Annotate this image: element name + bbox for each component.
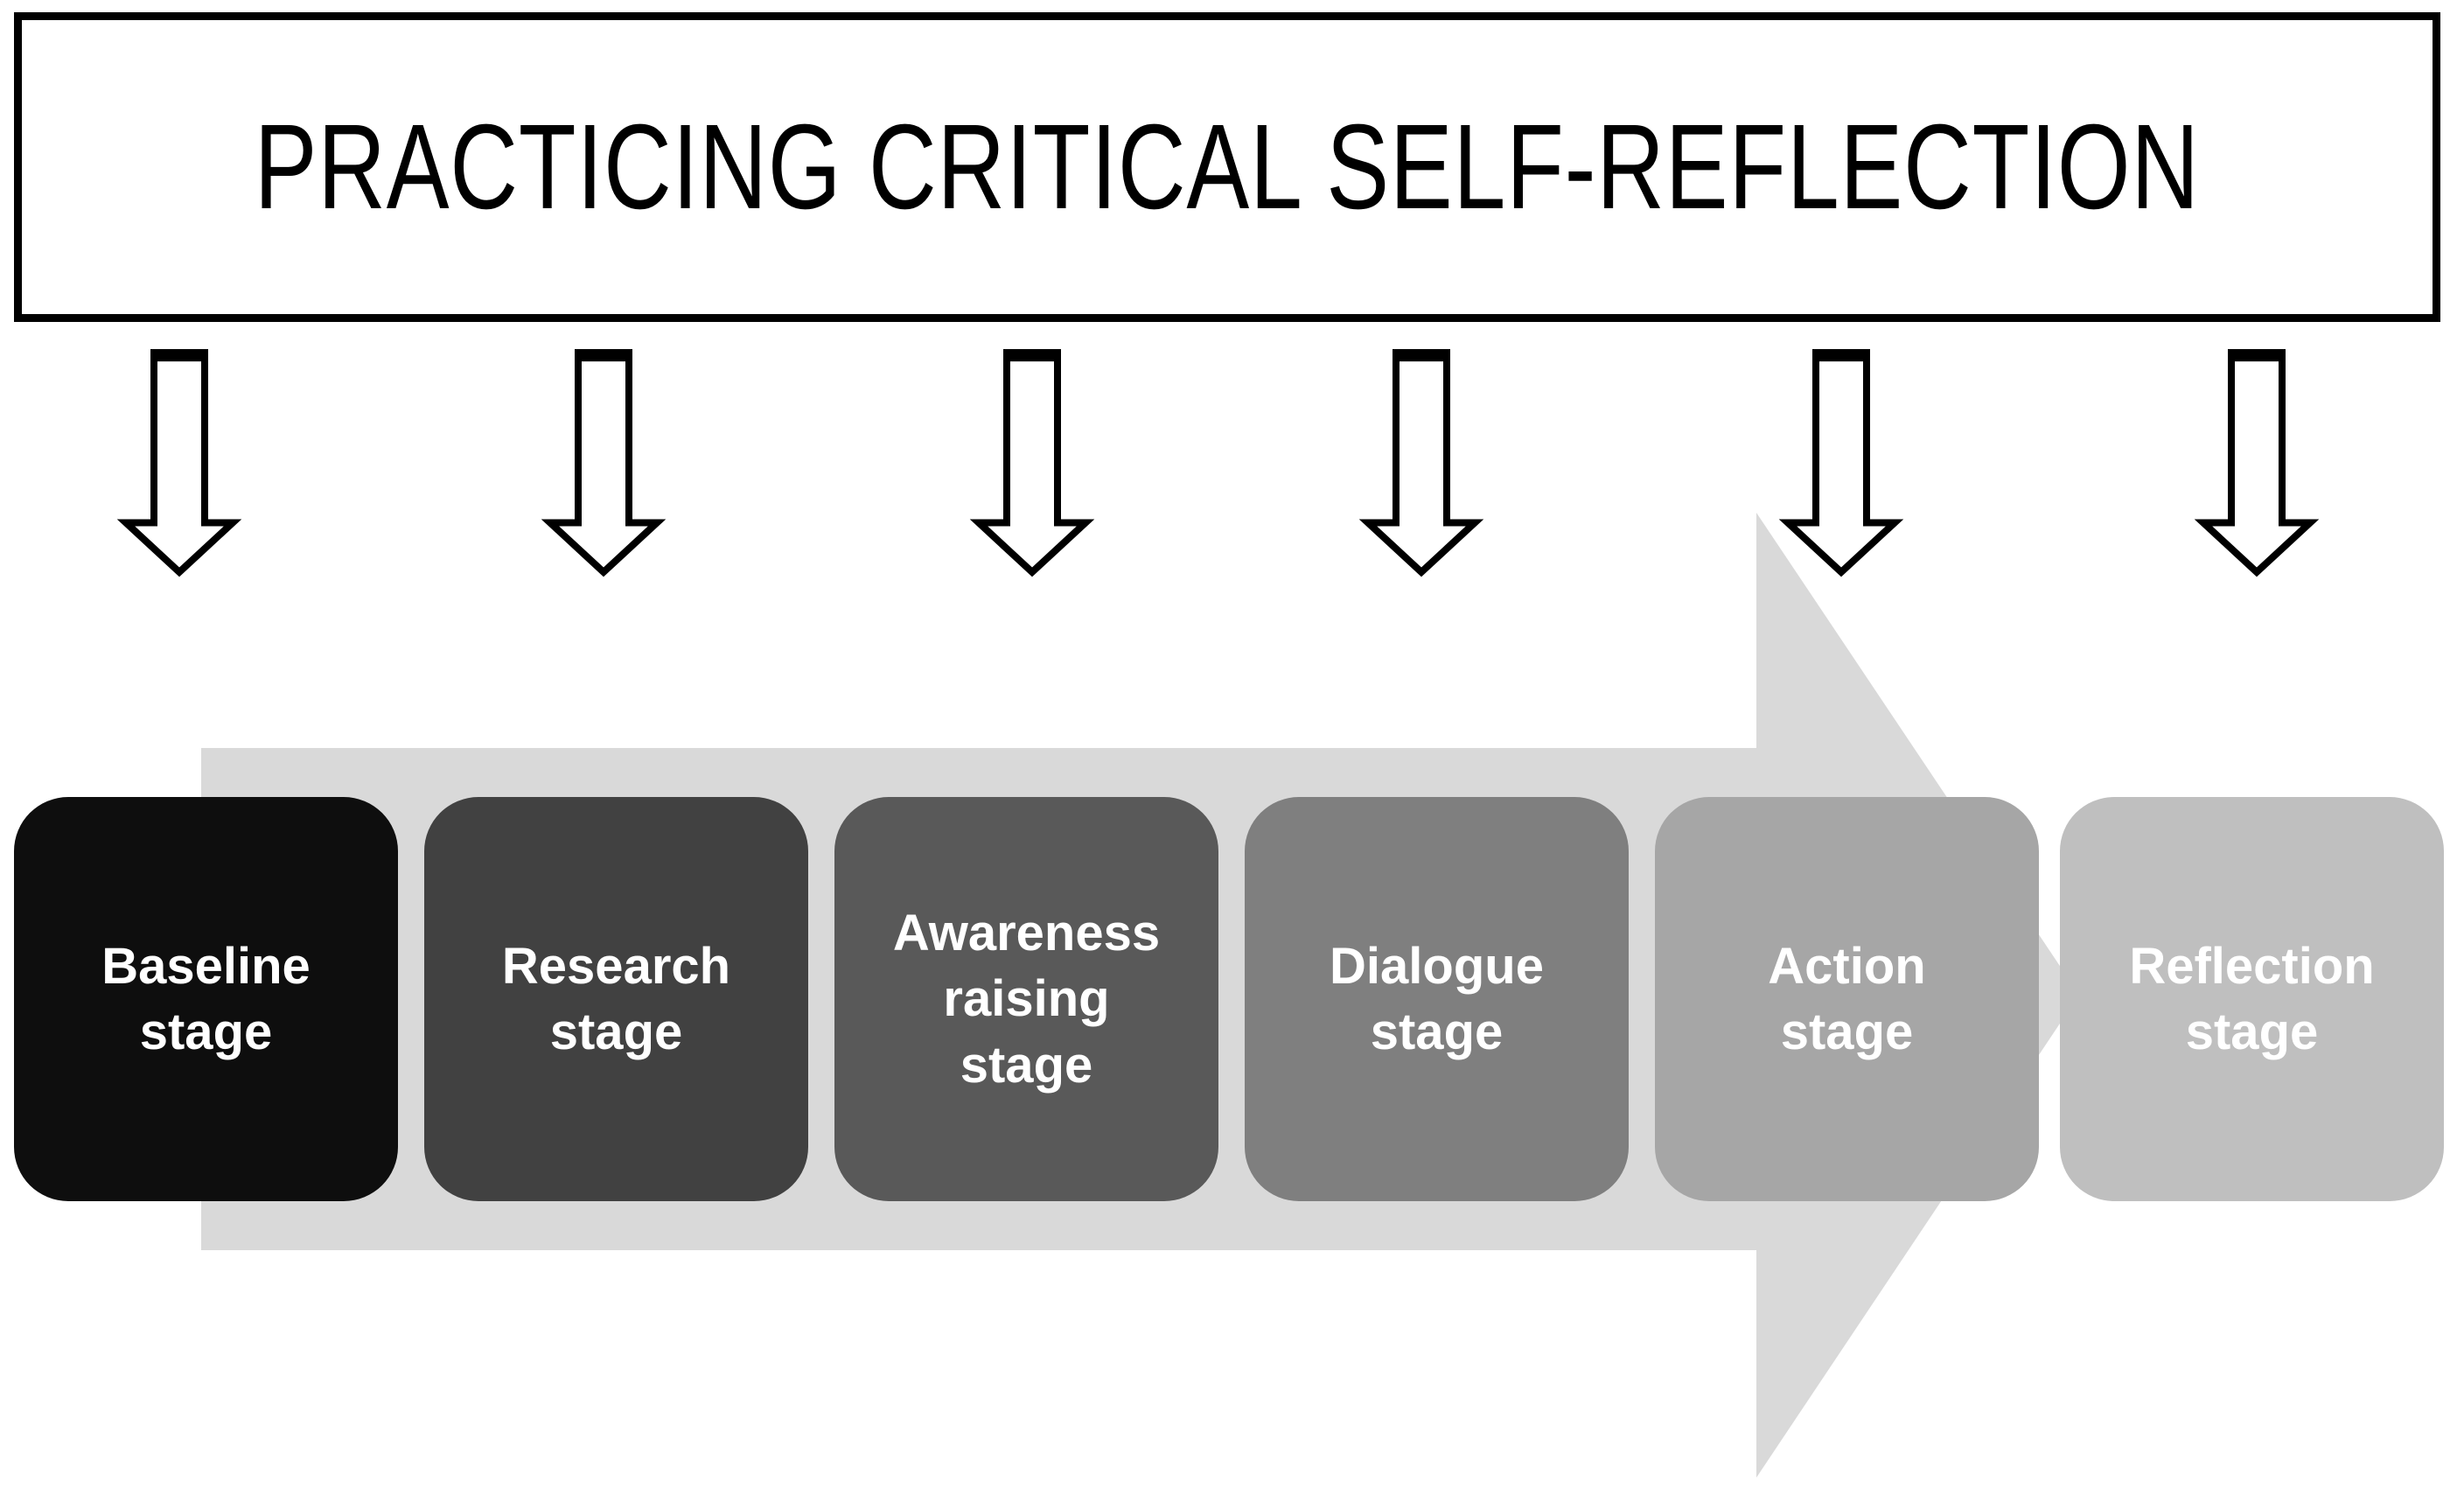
down-arrow-icon	[114, 346, 245, 577]
down-arrow-icon	[1776, 346, 1907, 577]
stage-box-awareness-raising: Awareness raising stage	[834, 797, 1218, 1201]
stage-label: Awareness raising stage	[892, 904, 1161, 1094]
title-box: PRACTICING CRITICAL SELF-REFLECTION	[14, 12, 2440, 322]
down-arrow-icon	[1356, 346, 1487, 577]
down-arrow-icon	[2191, 346, 2322, 577]
stage-box-reflection: Reflection stage	[2060, 797, 2444, 1201]
diagram-title: PRACTICING CRITICAL SELF-REFLECTION	[254, 99, 2201, 234]
stage-box-action: Action stage	[1655, 797, 2039, 1201]
stage-box-research: Research stage	[424, 797, 808, 1201]
stage-box-baseline: Baseline stage	[14, 797, 398, 1201]
stage-label: Action stage	[1768, 937, 1926, 1060]
stage-label: Research stage	[501, 937, 731, 1060]
down-arrow-icon	[967, 346, 1098, 577]
stage-label: Reflection stage	[2129, 937, 2375, 1060]
down-arrow-icon	[538, 346, 669, 577]
stage-label: Dialogue stage	[1330, 937, 1544, 1060]
stage-box-dialogue: Dialogue stage	[1245, 797, 1629, 1201]
stage-label: Baseline stage	[101, 937, 311, 1060]
